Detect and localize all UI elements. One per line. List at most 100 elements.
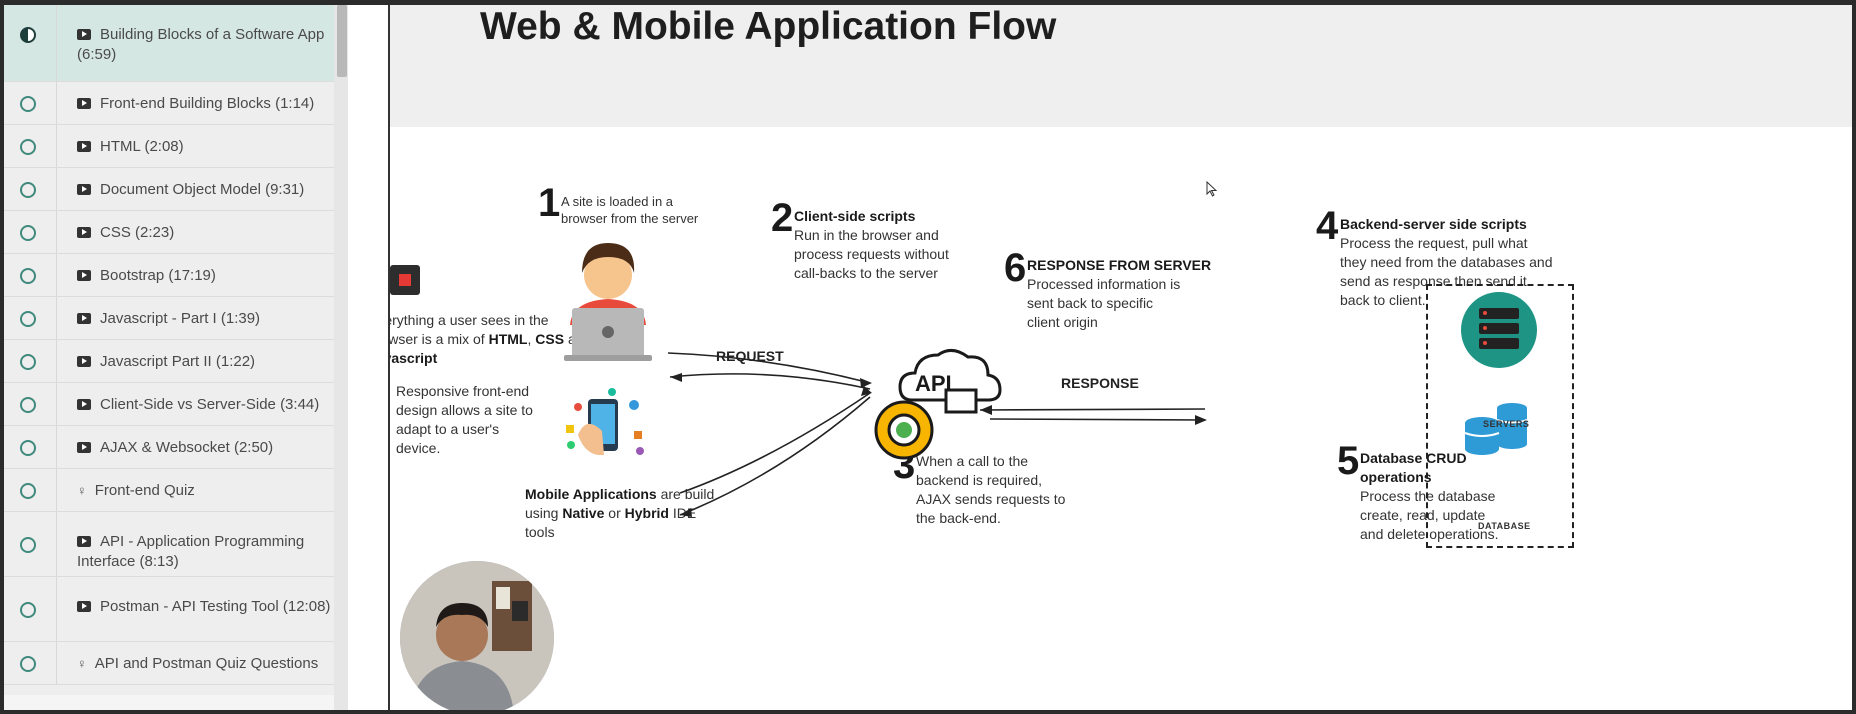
video-play-icon — [77, 269, 91, 281]
lesson-title: Client-Side vs Server-Side (3:44) — [100, 395, 320, 413]
lesson-column-divider — [56, 254, 57, 296]
step-4-number: 4 — [1316, 204, 1339, 248]
lesson-item[interactable]: Client-Side vs Server-Side (3:44) — [4, 383, 334, 426]
database-icon — [1464, 403, 1528, 455]
lesson-column-divider — [56, 5, 57, 81]
lesson-item[interactable]: Document Object Model (9:31) — [4, 168, 334, 211]
window-frame-top — [0, 0, 1856, 5]
javascript-keyword: Javascript — [390, 350, 438, 366]
lesson-item[interactable]: Postman - API Testing Tool (12:08) — [4, 577, 334, 642]
mobile-phone-icon — [566, 388, 644, 456]
step-5-heading: Database CRUD operations — [1360, 450, 1467, 485]
lesson-column-divider — [56, 297, 57, 339]
step-1-number: 1 — [538, 181, 561, 225]
window-frame-bottom — [0, 710, 1856, 714]
progress-empty-icon — [20, 601, 36, 618]
lesson-column-divider — [56, 469, 57, 511]
lesson-item[interactable]: Front-end Building Blocks (1:14) — [4, 82, 334, 125]
progress-empty-icon — [20, 482, 36, 499]
step-4-text: Process the request, pull what they need… — [1340, 235, 1553, 308]
lesson-column-divider — [56, 383, 57, 425]
slide-header: Web & Mobile Application Flow — [390, 5, 1852, 127]
sidebar-scrollbar-track[interactable] — [334, 5, 348, 710]
step-2-text: Run in the browser and process requests … — [794, 227, 949, 281]
lesson-column-divider — [56, 125, 57, 167]
lesson-column-divider — [56, 426, 57, 468]
step-6-number: 6 — [1004, 246, 1027, 290]
step-2-number: 2 — [771, 196, 794, 240]
video-play-icon — [77, 601, 91, 612]
progress-empty-icon — [20, 138, 36, 155]
lesson-item[interactable]: Building Blocks of a Software App (6:59) — [4, 5, 334, 82]
video-play-icon — [77, 398, 91, 410]
lesson-item[interactable]: Bootstrap (17:19) — [4, 254, 334, 297]
lesson-item[interactable]: AJAX & Websocket (2:50) — [4, 426, 334, 469]
window-frame-left — [0, 0, 4, 714]
lesson-item[interactable]: Javascript Part II (1:22) — [4, 340, 334, 383]
video-play-icon — [77, 536, 91, 547]
mobile-note: Mobile Applications are build using Nati… — [525, 485, 725, 542]
request-label: REQUEST — [716, 348, 784, 364]
step-6-heading: RESPONSE FROM SERVER — [1027, 257, 1212, 273]
lesson-title: HTML (2:08) — [100, 137, 184, 155]
lesson-title: Bootstrap (17:19) — [100, 266, 216, 284]
lesson-column-divider — [56, 168, 57, 210]
lesson-column-divider — [56, 642, 57, 684]
step-4-heading: Backend-server side scripts — [1340, 216, 1527, 232]
video-play-icon — [77, 355, 91, 367]
servers-icon — [1461, 292, 1537, 368]
record-stop-button[interactable] — [390, 265, 420, 295]
mouse-cursor-icon — [1206, 180, 1218, 202]
progress-empty-icon — [20, 181, 36, 198]
progress-empty-icon — [20, 396, 36, 413]
html-keyword: HTML — [488, 331, 528, 347]
lecture-slide: Web & Mobile Application Flow 1 A site i… — [390, 5, 1852, 710]
slide-border — [388, 5, 390, 710]
sidebar-footer — [4, 695, 334, 710]
quiz-icon: ♀ — [77, 482, 87, 498]
video-play-icon — [77, 441, 91, 453]
servers-label: SERVERS — [1483, 419, 1530, 429]
api-cloud-gear-icon: API — [874, 349, 1002, 460]
progress-empty-icon — [20, 536, 36, 553]
browser-note-comma: , — [527, 331, 536, 347]
mobile-note-text-2: or — [604, 505, 625, 521]
progress-empty-icon — [20, 353, 36, 370]
step-5-number: 5 — [1337, 439, 1360, 483]
hybrid-keyword: Hybrid — [624, 505, 669, 521]
lesson-list: Building Blocks of a Software App (6:59)… — [4, 5, 334, 685]
sidebar-scrollbar-thumb[interactable] — [337, 5, 347, 77]
lesson-column-divider — [56, 577, 57, 641]
lesson-item[interactable]: Javascript - Part I (1:39) — [4, 297, 334, 340]
backend-boundary-box — [1426, 284, 1574, 548]
progress-empty-icon — [20, 655, 36, 672]
step-2-heading: Client-side scripts — [794, 208, 916, 224]
lesson-item[interactable]: API - Application Programming Interface … — [4, 512, 334, 577]
video-play-icon — [77, 183, 91, 195]
response-label: RESPONSE — [1061, 375, 1139, 391]
lesson-item[interactable]: ♀API and Postman Quiz Questions — [4, 642, 334, 685]
stop-icon — [399, 274, 411, 286]
lesson-column-divider — [56, 340, 57, 382]
lesson-title: Building Blocks of a Software App (6:59) — [77, 26, 325, 63]
database-label: DATABASE — [1478, 521, 1531, 531]
browser-note-text: Everything a user sees in the browser is… — [390, 312, 549, 347]
mobile-apps-keyword: Mobile Applications — [525, 486, 657, 502]
window-frame-right — [1852, 0, 1856, 714]
lesson-column-divider — [56, 512, 57, 576]
progress-empty-icon — [20, 310, 36, 327]
lesson-title: Javascript - Part I (1:39) — [100, 309, 261, 327]
step-3-text: When a call to the backend is required, … — [916, 453, 1066, 526]
progress-empty-icon — [20, 439, 36, 456]
lesson-item[interactable]: ♀Front-end Quiz — [4, 469, 334, 512]
lesson-item[interactable]: CSS (2:23) — [4, 211, 334, 254]
step-1-text: A site is loaded in a browser from the s… — [561, 194, 699, 226]
lesson-title: AJAX & Websocket (2:50) — [100, 438, 274, 456]
course-sidebar: Building Blocks of a Software App (6:59)… — [4, 5, 348, 710]
quiz-icon: ♀ — [77, 655, 87, 671]
native-keyword: Native — [562, 505, 605, 521]
video-play-icon — [77, 29, 91, 40]
lesson-item[interactable]: HTML (2:08) — [4, 125, 334, 168]
css-keyword: CSS — [535, 331, 565, 347]
progress-empty-icon — [20, 95, 36, 112]
